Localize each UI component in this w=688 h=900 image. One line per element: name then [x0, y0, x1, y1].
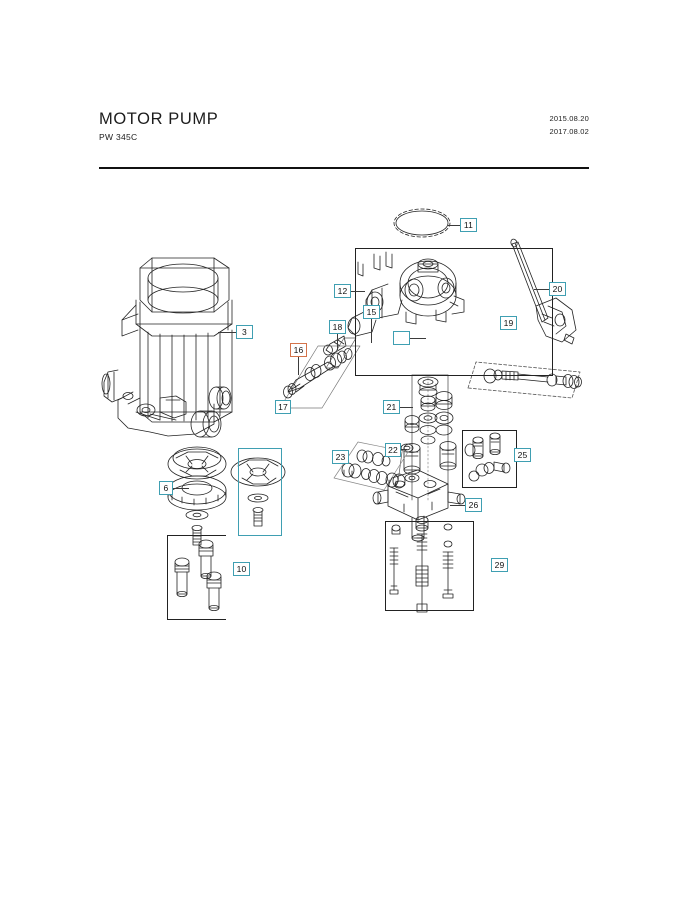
callout-19[interactable]: 19 — [500, 316, 517, 330]
fittings-group-art — [174, 539, 222, 612]
fan-boxed-frame — [238, 448, 282, 536]
callout-26[interactable]: 26 — [465, 498, 482, 512]
fan-boxed-art — [230, 457, 286, 527]
valve-stack-art — [403, 374, 457, 501]
leader-12 — [351, 291, 365, 292]
callout-6[interactable]: 6 — [159, 481, 173, 495]
callout-18[interactable]: 18 — [329, 320, 346, 334]
callout-17[interactable]: 17 — [275, 400, 291, 414]
leader-22 — [401, 449, 407, 450]
pump-housing-art — [323, 251, 465, 356]
header-divider — [99, 167, 589, 169]
motor-assembly-art — [101, 257, 233, 438]
leader-11 — [448, 225, 460, 226]
valve-kit-art — [389, 516, 454, 613]
sheet-header: MOTOR PUMP PW 345C 2015.08.20 2017.08.02 — [99, 110, 589, 142]
fittings-kit-art — [464, 432, 511, 482]
callout-15[interactable]: 15 — [363, 305, 380, 319]
date-issued: 2015.08.20 — [549, 114, 589, 123]
leader-18 — [337, 334, 338, 350]
valve-kit-frame — [385, 521, 474, 611]
callout-21[interactable]: 21 — [383, 400, 400, 414]
callout-29[interactable]: 29 — [491, 558, 508, 572]
callout-3[interactable]: 3 — [236, 325, 253, 339]
fan-impeller-art — [167, 446, 227, 546]
shaft-kit-art — [279, 337, 361, 409]
leader-20 — [534, 289, 549, 290]
callout-10[interactable]: 10 — [233, 562, 250, 576]
leader-6 — [173, 488, 189, 489]
date-revised: 2017.08.02 — [549, 127, 589, 137]
model-number: PW 345C — [99, 132, 138, 143]
leader-16 — [298, 357, 299, 375]
callout-16[interactable]: 16 — [290, 343, 307, 357]
callout-25[interactable]: 25 — [514, 448, 531, 462]
leader-unlabeled — [410, 338, 426, 339]
fittings-kit-frame — [462, 430, 517, 488]
header-dates: 2015.08.20 2017.08.02 — [549, 112, 589, 138]
leader-21 — [400, 407, 413, 408]
callout-22[interactable]: 22 — [385, 443, 401, 457]
callout-unlabeled[interactable] — [393, 331, 410, 345]
page-title: MOTOR PUMP — [99, 110, 219, 128]
callout-23[interactable]: 23 — [332, 450, 349, 464]
callout-12[interactable]: 12 — [334, 284, 351, 298]
callout-20[interactable]: 20 — [549, 282, 566, 296]
fittings-group-frame — [167, 535, 226, 620]
leader-26 — [450, 505, 465, 506]
pump-housing-frame — [355, 248, 553, 376]
pump-head-art — [372, 469, 466, 542]
leader-3 — [218, 332, 236, 333]
callout-11[interactable]: 11 — [460, 218, 477, 232]
gasket-ring-art — [393, 208, 451, 238]
leader-15 — [371, 319, 372, 343]
